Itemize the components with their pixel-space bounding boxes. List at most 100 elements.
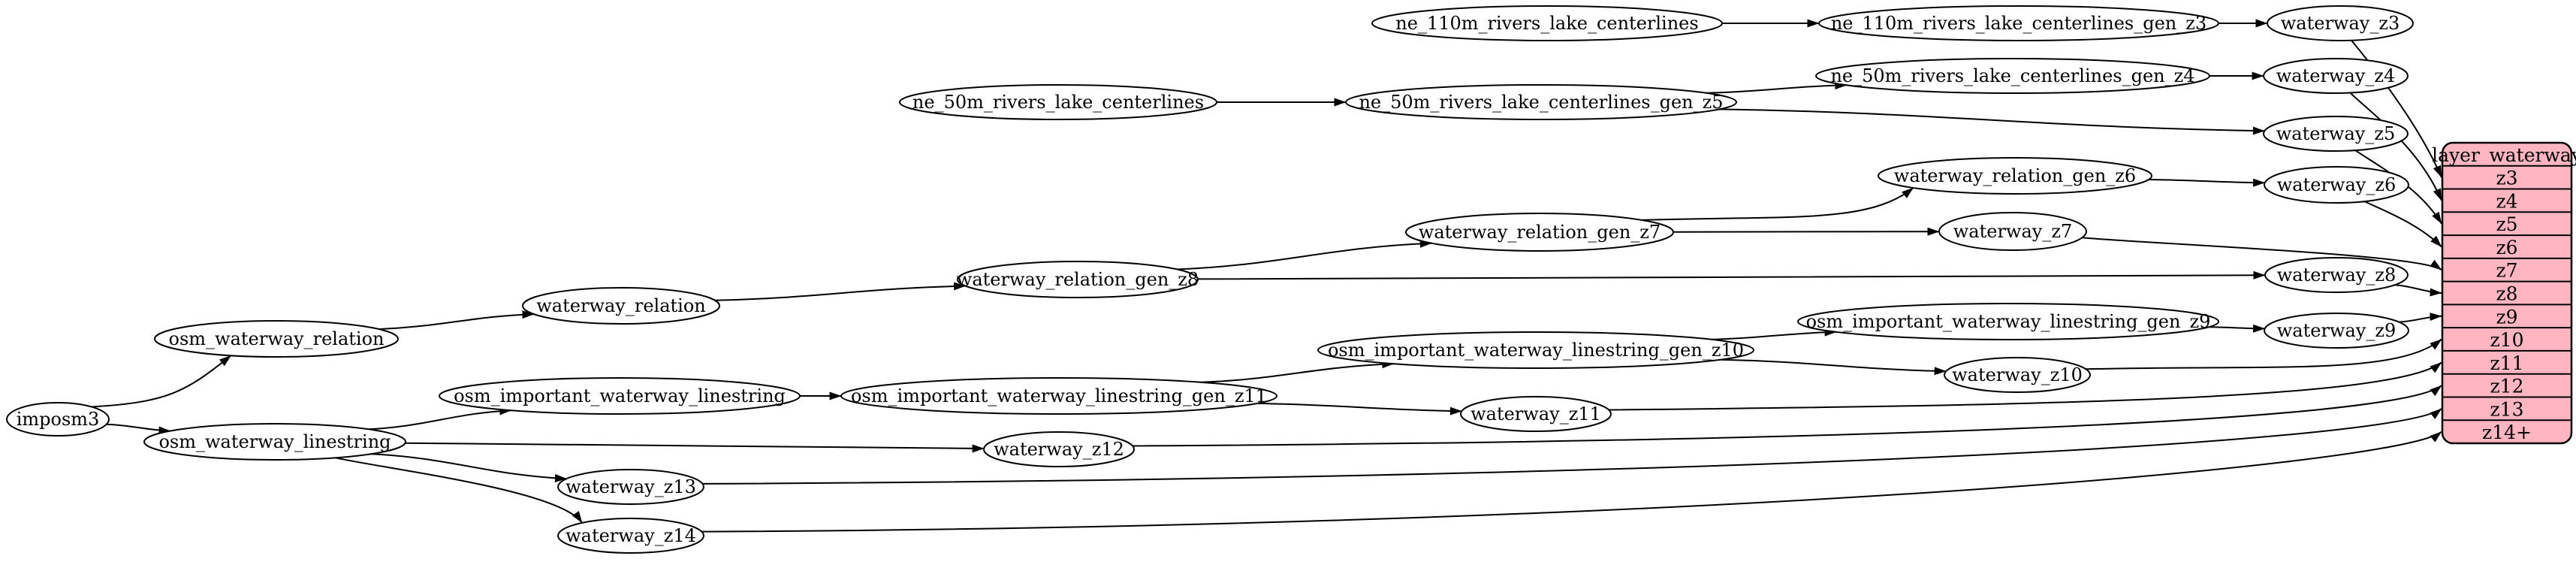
- edge-waterway_z7--layer_waterway-z7: [2082, 237, 2442, 271]
- node-label-ne_110m_rivers_lake_centerlines: ne_110m_rivers_lake_centerlines: [1395, 13, 1698, 34]
- node-label-waterway_z6: waterway_z6: [2277, 174, 2397, 195]
- node-ne_110m_rivers_lake_centerlines_gen_z3: ne_110m_rivers_lake_centerlines_gen_z3: [1818, 5, 2219, 41]
- node-waterway_z3: waterway_z3: [2267, 5, 2414, 41]
- node-waterway_z7: waterway_z7: [1938, 212, 2087, 251]
- node-osm_important_waterway_linestring: osm_important_waterway_linestring: [439, 377, 801, 415]
- node-ne_50m_rivers_lake_centerlines: ne_50m_rivers_lake_centerlines: [899, 84, 1217, 120]
- edge-osm_important_waterway_linestring_gen_z10--osm_important_waterway_linestring_gen_z9: [1712, 328, 1837, 340]
- edge-waterway_z8--layer_waterway-z8: [2394, 284, 2442, 297]
- edge-imposm3--osm_waterway_relation: [91, 355, 232, 408]
- edge-waterway_z13--layer_waterway-z13: [702, 408, 2442, 485]
- node-label-ne_110m_rivers_lake_centerlines_gen_z3: ne_110m_rivers_lake_centerlines_gen_z3: [1831, 13, 2206, 34]
- node-label-waterway_relation_gen_z6: waterway_relation_gen_z6: [1894, 165, 2136, 186]
- node-label-waterway_z14: waterway_z14: [566, 525, 696, 546]
- edge-waterway_z12--layer_waterway-z12: [1132, 385, 2442, 447]
- edge-waterway_relation--waterway_relation_gen_z8: [714, 282, 967, 301]
- table-row-z7: z7: [2496, 260, 2517, 282]
- edge-waterway_z14--layer_waterway-z14+: [701, 431, 2442, 533]
- edges-layer: [91, 19, 2442, 533]
- node-label-waterway_z5: waterway_z5: [2276, 123, 2396, 144]
- node-waterway_z9: waterway_z9: [2264, 313, 2409, 349]
- node-label-waterway_z4: waterway_z4: [2276, 65, 2396, 86]
- table-layer_waterway: layer_waterwayz3z4z5z6z7z8z9z10z11z12z13…: [2432, 141, 2576, 445]
- node-waterway_z8: waterway_z8: [2264, 257, 2409, 293]
- node-waterway_relation_gen_z7: waterway_relation_gen_z7: [1405, 213, 1674, 252]
- table-row-z13: z13: [2490, 398, 2524, 420]
- node-label-osm_important_waterway_linestring_gen_z10: osm_important_waterway_linestring_gen_z1…: [1328, 340, 1744, 361]
- node-osm_important_waterway_linestring_gen_z9: osm_important_waterway_linestring_gen_z9: [1797, 303, 2219, 340]
- edge-osm_waterway_linestring--osm_important_waterway_linestring: [369, 406, 512, 431]
- node-osm_waterway_linestring: osm_waterway_linestring: [143, 423, 406, 461]
- node-waterway_z6: waterway_z6: [2264, 166, 2409, 204]
- node-waterway_z5: waterway_z5: [2263, 116, 2409, 152]
- edge-osm_important_waterway_linestring_gen_z11--waterway_z11: [1256, 403, 1462, 415]
- table-row-z10: z10: [2490, 329, 2524, 351]
- node-label-osm_waterway_relation: osm_waterway_relation: [169, 328, 385, 349]
- node-waterway_relation_gen_z6: waterway_relation_gen_z6: [1878, 157, 2152, 195]
- node-label-waterway_z13: waterway_z13: [566, 476, 696, 497]
- node-imposm3: imposm3: [6, 402, 110, 437]
- edge-waterway_relation_gen_z7--waterway_relation_gen_z6: [1642, 187, 1914, 221]
- node-label-waterway_relation_gen_z8: waterway_relation_gen_z8: [957, 269, 1199, 290]
- table-header: layer_waterway: [2432, 144, 2576, 166]
- node-label-waterway_z12: waterway_z12: [994, 439, 1124, 460]
- node-waterway_relation: waterway_relation: [522, 287, 720, 325]
- node-waterway_z14: waterway_z14: [557, 518, 704, 554]
- node-osm_waterway_relation: osm_waterway_relation: [154, 320, 399, 358]
- node-osm_important_waterway_linestring_gen_z10: osm_important_waterway_linestring_gen_z1…: [1317, 331, 1754, 369]
- node-label-osm_important_waterway_linestring_gen_z9: osm_important_waterway_linestring_gen_z9: [1806, 311, 2211, 332]
- edge-osm_waterway_linestring--waterway_z14: [335, 457, 583, 524]
- node-label-waterway_relation_gen_z7: waterway_relation_gen_z7: [1419, 222, 1661, 243]
- node-ne_110m_rivers_lake_centerlines: ne_110m_rivers_lake_centerlines: [1371, 5, 1723, 41]
- table-row-z12: z12: [2490, 376, 2524, 397]
- node-label-waterway_z7: waterway_z7: [1953, 221, 2073, 242]
- edge-osm_important_waterway_linestring_gen_z9--waterway_z9: [2208, 324, 2266, 333]
- table-row-z6: z6: [2496, 237, 2517, 258]
- table-layer: layer_waterwayz3z4z5z6z7z8z9z10z11z12z13…: [2432, 141, 2576, 445]
- table-row-z5: z5: [2496, 213, 2517, 235]
- edge-waterway_relation_gen_z8--waterway_relation_gen_z7: [1177, 239, 1432, 270]
- node-label-ne_50m_rivers_lake_centerlines: ne_50m_rivers_lake_centerlines: [912, 92, 1204, 113]
- edge-waterway_z10--layer_waterway-z10: [2086, 338, 2442, 370]
- nodes-layer: imposm3 osm_waterway_relation osm_waterway…: [6, 5, 2414, 554]
- edge-waterway_z9--layer_waterway-z9: [2399, 313, 2442, 323]
- edge-ne_50m_rivers_lake_centerlines_gen_z5--ne_50m_rivers_lake_centerlines_gen_z4: [1706, 81, 1848, 94]
- edge-osm_waterway_linestring--waterway_z12: [405, 442, 985, 453]
- node-label-waterway_relation: waterway_relation: [536, 295, 705, 316]
- node-label-waterway_z11: waterway_z11: [1470, 403, 1601, 425]
- edge-waterway_relation_gen_z6--waterway_z6: [2148, 178, 2266, 187]
- node-waterway_z11: waterway_z11: [1460, 396, 1612, 432]
- edge-waterway_relation_gen_z7--waterway_z7: [1673, 227, 1940, 236]
- table-row-z11: z11: [2490, 352, 2524, 374]
- node-waterway_z4: waterway_z4: [2263, 58, 2409, 94]
- edge-waterway_z11--layer_waterway-z11: [1609, 361, 2442, 411]
- table-row-z8: z8: [2496, 283, 2517, 305]
- edge-ne_50m_rivers_lake_centerlines_gen_z5--waterway_z5: [1719, 108, 2265, 135]
- node-label-waterway_z3: waterway_z3: [2281, 13, 2400, 34]
- node-label-osm_important_waterway_linestring: osm_important_waterway_linestring: [454, 385, 786, 406]
- edge-osm_important_waterway_linestring_gen_z11--osm_important_waterway_linestring_gen_z10: [1201, 360, 1395, 383]
- node-osm_important_waterway_linestring_gen_z11: osm_important_waterway_linestring_gen_z1…: [840, 377, 1277, 415]
- edge-waterway_relation_gen_z8--waterway_z8: [1197, 270, 2266, 280]
- node-waterway_z10: waterway_z10: [1944, 357, 2091, 393]
- edge-osm_waterway_relation--waterway_relation: [378, 310, 535, 330]
- node-label-waterway_z9: waterway_z9: [2277, 320, 2397, 341]
- node-waterway_z12: waterway_z12: [983, 431, 1135, 467]
- edge-waterway_z3--layer_waterway-z3: [2351, 40, 2442, 178]
- edge-osm_important_waterway_linestring_gen_z10--waterway_z10: [1721, 358, 1947, 376]
- edge-osm_waterway_linestring--waterway_z13: [371, 453, 567, 482]
- edge-waterway_z6--layer_waterway-z6: [2364, 201, 2442, 248]
- table-row-z14+: z14+: [2482, 421, 2532, 443]
- node-label-ne_50m_rivers_lake_centerlines_gen_z4: ne_50m_rivers_lake_centerlines_gen_z4: [1830, 65, 2194, 86]
- node-ne_50m_rivers_lake_centerlines_gen_z5: ne_50m_rivers_lake_centerlines_gen_z5: [1345, 84, 1737, 120]
- node-label-imposm3: imposm3: [17, 409, 100, 430]
- node-ne_50m_rivers_lake_centerlines_gen_z4: ne_50m_rivers_lake_centerlines_gen_z4: [1815, 58, 2210, 94]
- table-row-z4: z4: [2496, 190, 2517, 212]
- table-row-z3: z3: [2496, 168, 2517, 189]
- node-label-waterway_z8: waterway_z8: [2277, 264, 2397, 286]
- node-label-osm_waterway_linestring: osm_waterway_linestring: [158, 431, 391, 452]
- node-label-osm_important_waterway_linestring_gen_z11: osm_important_waterway_linestring_gen_z1…: [851, 385, 1267, 406]
- edge-imposm3--osm_waterway_linestring: [106, 423, 171, 435]
